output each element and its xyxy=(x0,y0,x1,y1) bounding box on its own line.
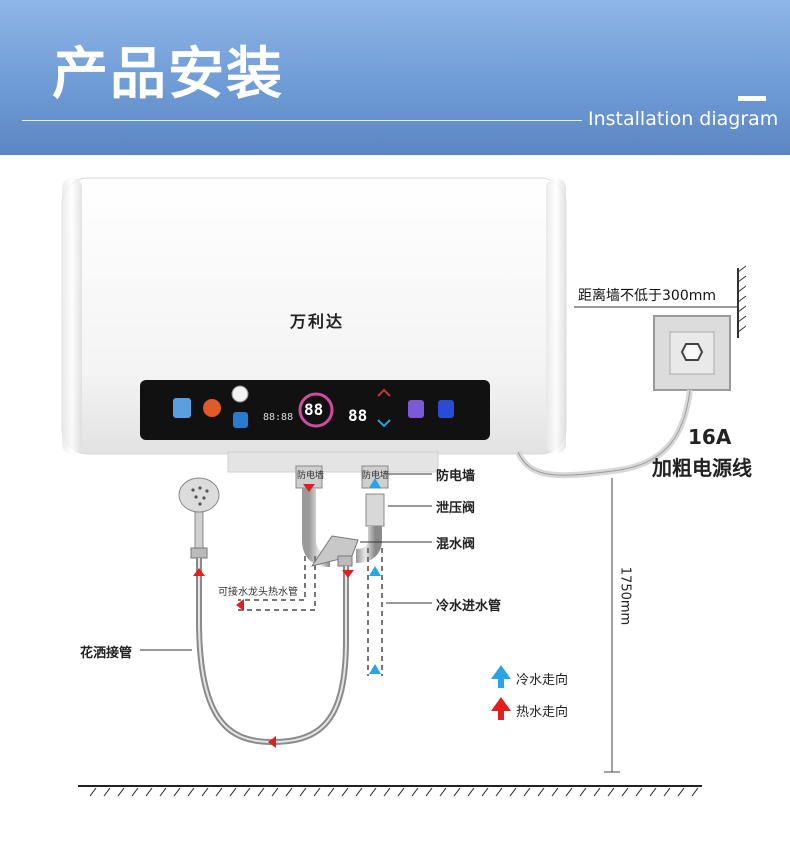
shower xyxy=(178,477,349,746)
pressure-relief-valve-label: 泄压阀 xyxy=(436,501,476,516)
side-wall xyxy=(737,265,747,338)
control-panel xyxy=(140,380,490,440)
shower-hose-label: 花洒接管 xyxy=(80,646,133,661)
up-arrow-icon xyxy=(377,388,391,397)
header-banner: 产品安装 Installation diagram xyxy=(0,0,790,155)
cold-arrow-up-2 xyxy=(369,566,381,576)
page-title: 产品安装 xyxy=(52,42,284,107)
mode-icon-timer xyxy=(231,385,249,403)
header-rule xyxy=(22,120,582,121)
anti-electric-wall-label: 防电墙 xyxy=(436,469,476,484)
hot-arrow-down-1 xyxy=(303,484,315,492)
hot-arrow-up-1 xyxy=(193,568,205,576)
cold-flow-arrows xyxy=(369,478,381,674)
display-temp-left: 88 xyxy=(304,400,324,419)
power-socket xyxy=(653,315,731,391)
heater-left-cap xyxy=(62,178,82,454)
cold-arrow-up-3 xyxy=(369,664,381,674)
pressure-relief-valve xyxy=(365,493,385,527)
wall-distance-label: 距离墙不低于300mm xyxy=(578,288,716,304)
legend-cold-arrow-icon xyxy=(491,665,511,688)
faucet-hot-pipe-label: 可接水龙头热水管 xyxy=(218,587,298,598)
heater-bottom-mount xyxy=(227,451,439,473)
current-rating-label: 16A xyxy=(688,425,732,449)
page-subtitle: Installation diagram xyxy=(588,108,779,130)
heater-brand: 万利达 xyxy=(290,312,345,331)
shower-head xyxy=(178,477,220,513)
display-temp-right: 88 xyxy=(348,406,368,425)
shower-handle xyxy=(194,511,204,549)
power-cord-label: 加粗电源线 xyxy=(652,456,752,480)
hot-arrow-left-2 xyxy=(236,599,244,611)
legend-cold-label: 冷水走向 xyxy=(516,673,569,688)
heater-right-cap xyxy=(546,178,566,454)
display-clock: 88:88 xyxy=(263,412,294,423)
cold-water-inlet xyxy=(355,465,389,563)
mode-icon-lock xyxy=(438,400,454,418)
cold-inlet-pipe-label: 冷水进水管 xyxy=(436,599,502,614)
left-fitting-label: 防电墙 xyxy=(297,471,325,481)
mixing-valve-outlet xyxy=(337,555,353,567)
cold-arrow-up-1 xyxy=(369,478,381,488)
plug-head xyxy=(680,343,704,361)
right-fitting-label: 防电墙 xyxy=(362,471,390,481)
display-ring xyxy=(298,392,334,428)
mode-icon-heat xyxy=(203,399,221,417)
cold-pipe xyxy=(355,526,382,563)
install-height-label: 1750mm xyxy=(617,566,633,626)
mode-icon-season xyxy=(408,400,424,418)
faucet-hot-pipe-outer xyxy=(238,556,316,611)
hot-arrow-down-2 xyxy=(342,570,354,578)
water-heater xyxy=(61,177,567,473)
mode-icon-shower xyxy=(173,398,191,418)
header-dash xyxy=(738,96,766,101)
legend-hot-arrow-icon xyxy=(491,697,511,720)
shower-connector xyxy=(190,547,208,559)
hot-arrow-left-1 xyxy=(268,736,276,748)
mode-icon-clean xyxy=(233,412,248,428)
floor xyxy=(78,785,702,797)
hot-flow-arrows xyxy=(193,484,354,748)
legend-hot-label: 热水走向 xyxy=(516,705,569,720)
mixing-valve-label: 混水阀 xyxy=(436,537,476,552)
down-arrow-icon xyxy=(377,419,391,428)
